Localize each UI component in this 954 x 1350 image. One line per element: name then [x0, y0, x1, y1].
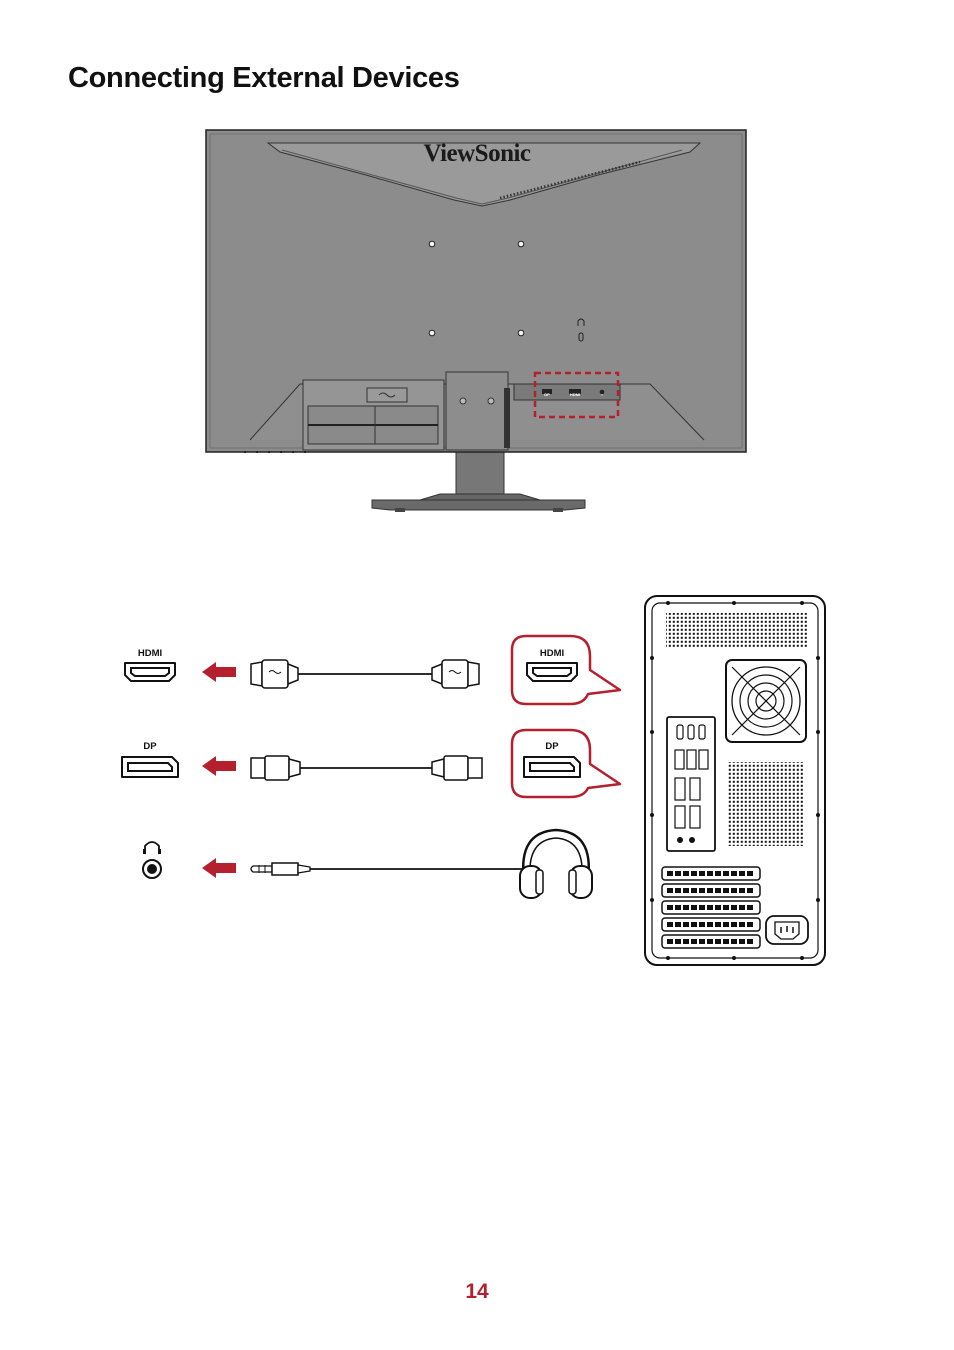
monitor-body: DP HDMI ∩: [205, 129, 747, 453]
monitor-port-label-hdmi: HDMI: [570, 392, 580, 397]
monitor-back-illustration: DP HDMI ∩ ViewSonic: [205, 129, 747, 512]
hdmi-device-port-label: HDMI: [540, 648, 564, 659]
dp-device-port-label: DP: [545, 741, 559, 752]
page-number: 14: [465, 1280, 489, 1303]
dp-connection-row: DP DP: [121, 728, 622, 799]
hdmi-port-icon: [526, 662, 578, 682]
pc-tower-illustration: [644, 595, 826, 966]
arrow-left-icon: [202, 662, 236, 682]
hdmi-connection-row: HDMI HDMI: [124, 634, 622, 706]
ports-highlight-box: [533, 371, 620, 419]
monitor-port-label-dp: DP: [544, 392, 550, 397]
dp-port-icon: [121, 756, 179, 778]
monitor-port-label-audio: ∩: [601, 392, 604, 397]
dp-monitor-port-label: DP: [143, 741, 157, 752]
headphone-jack-icon: [142, 841, 162, 879]
monitor-brand-logo: ViewSonic: [423, 140, 530, 167]
page-title: Connecting External Devices: [68, 62, 460, 94]
dp-cable-icon: [250, 755, 483, 781]
hdmi-port-icon: [124, 662, 176, 682]
headphones-icon: [519, 828, 593, 899]
hdmi-monitor-port-label: HDMI: [138, 648, 162, 659]
hdmi-cable-icon: [250, 659, 480, 689]
dp-port-icon: [523, 756, 581, 778]
audio-connection-row: [142, 828, 593, 899]
arrow-left-icon: [202, 858, 236, 878]
arrow-left-icon: [202, 756, 236, 776]
audio-cable-icon: [250, 862, 528, 876]
